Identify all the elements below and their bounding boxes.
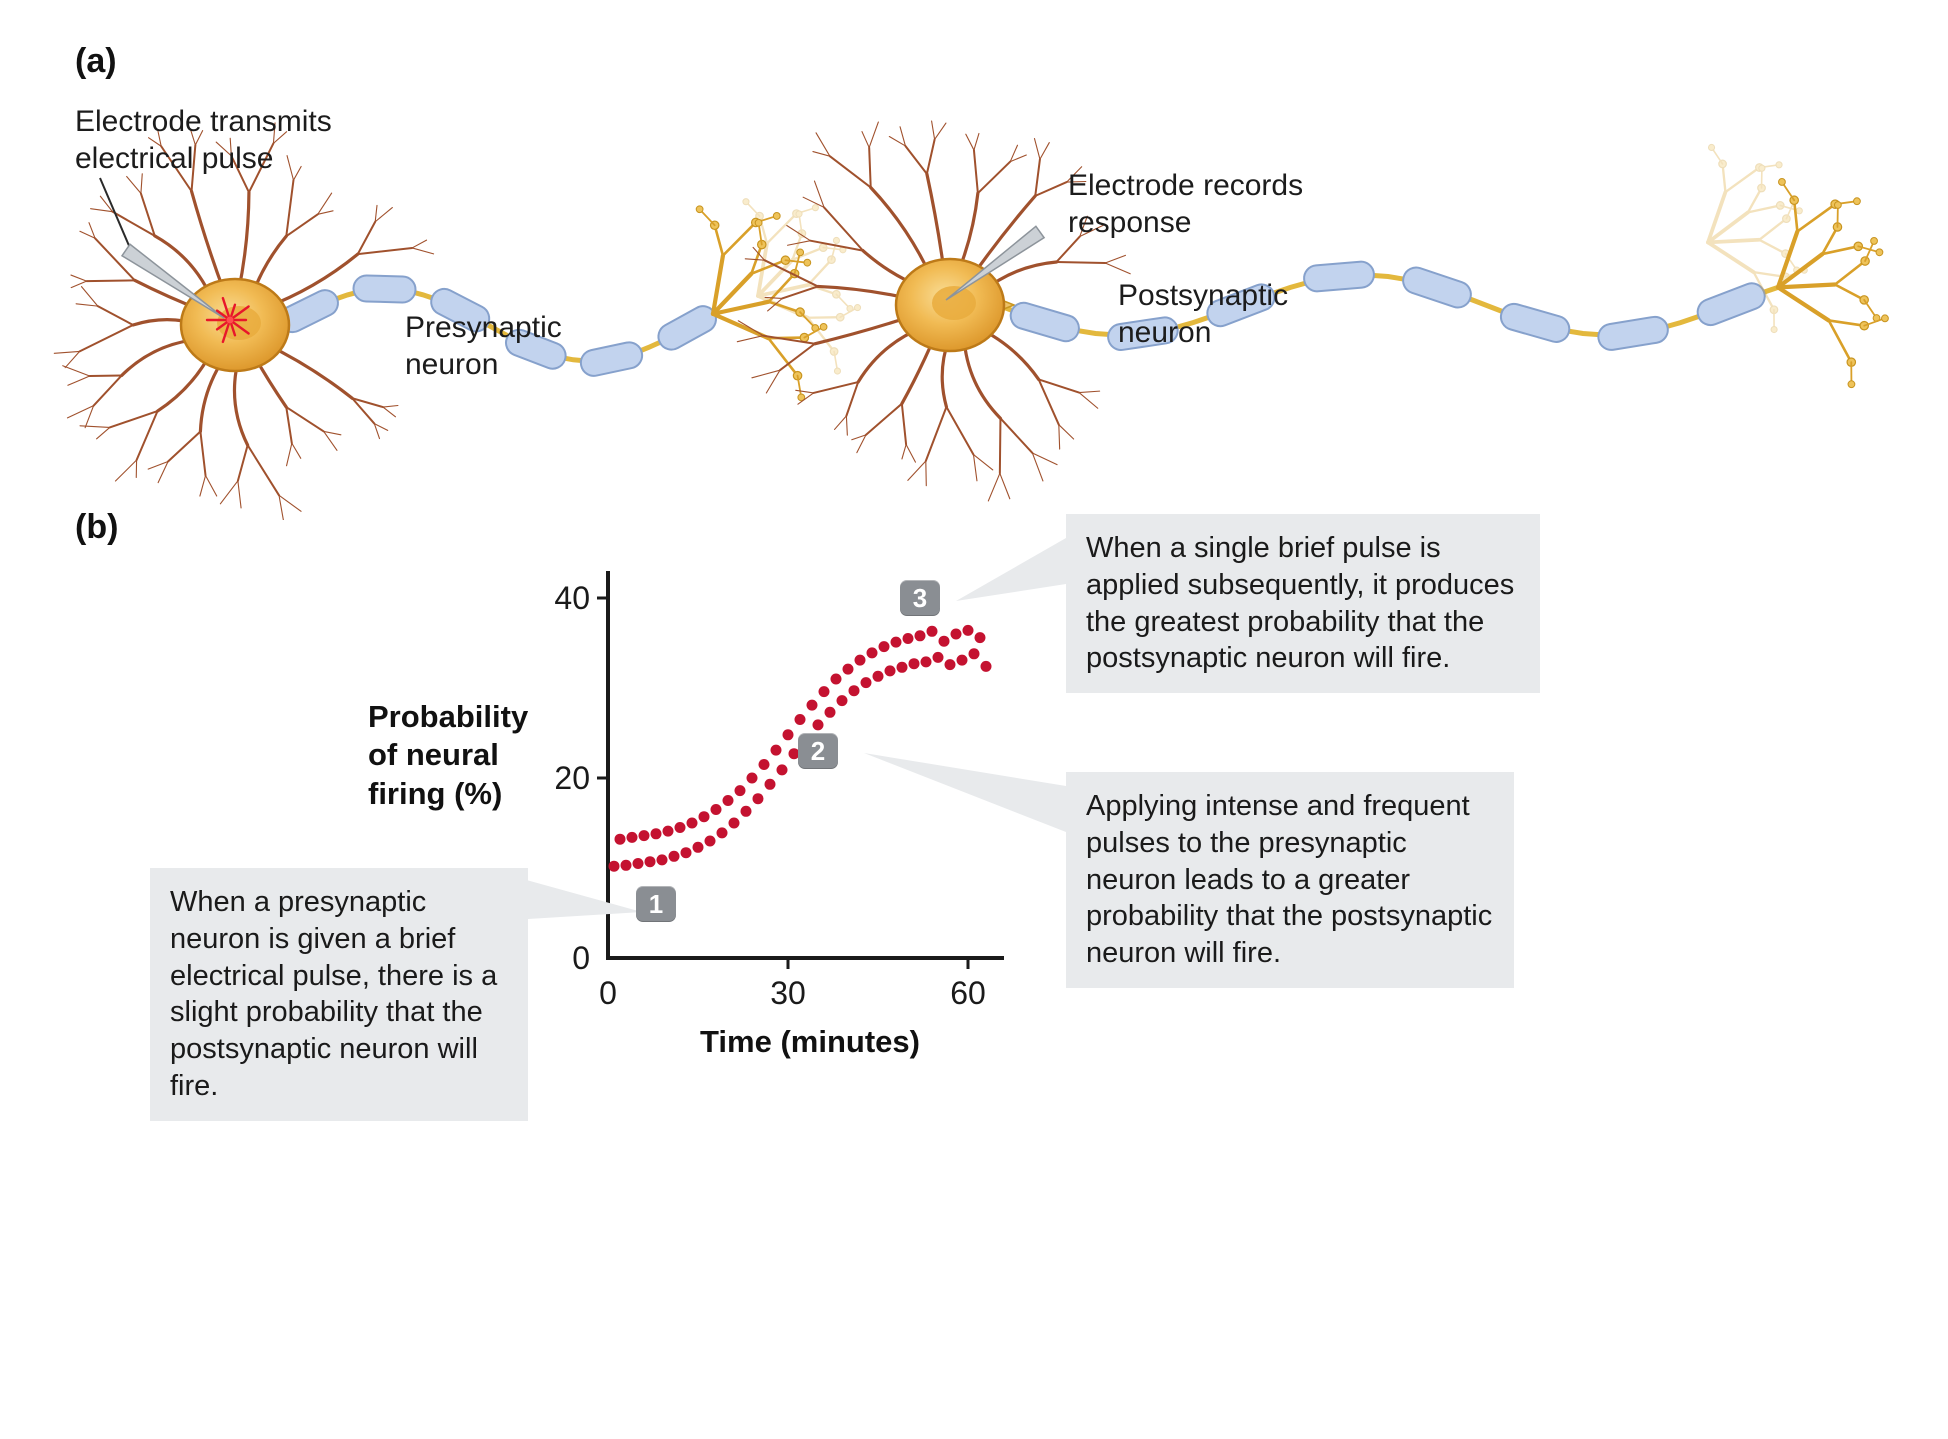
step-badge-2: 2 bbox=[798, 733, 838, 769]
panel-b-label: (b) bbox=[75, 508, 119, 546]
axon-terminal bbox=[1706, 143, 1808, 334]
neurons-illustration bbox=[53, 120, 1889, 520]
y-axis-label-line3: firing (%) bbox=[368, 775, 503, 811]
x-axis-label: Time (minutes) bbox=[700, 1024, 920, 1059]
axon-terminal bbox=[742, 198, 862, 375]
electrode-records-label: Electrode records response bbox=[1068, 169, 1304, 239]
electrode-leader-line bbox=[99, 177, 134, 256]
electrode-needle bbox=[945, 225, 1046, 301]
x-tick-label: 30 bbox=[770, 975, 806, 1011]
callout-box-3: When a single brief pulse is applied sub… bbox=[1066, 514, 1540, 694]
scatter-chart: 0 20 40 0 30 60 bbox=[554, 571, 1004, 1011]
y-axis-label-line2: of neural bbox=[368, 737, 499, 773]
panel-a-label: (a) bbox=[75, 42, 117, 80]
electrode-transmits-label: Electrode transmits electrical pulse bbox=[75, 105, 332, 175]
callout-box-2: Applying intense and frequent pulses to … bbox=[1066, 772, 1514, 989]
y-axis-label: Probability of neural firing (%) bbox=[368, 698, 588, 813]
scatter-points bbox=[608, 624, 992, 872]
axon-terminal bbox=[695, 205, 828, 402]
postsynaptic-neuron-label: Postsynaptic neuron bbox=[1118, 279, 1289, 349]
x-tick-label: 60 bbox=[950, 975, 986, 1011]
y-axis-label-line1: Probability bbox=[368, 699, 529, 734]
y-tick-label: 20 bbox=[554, 760, 590, 796]
chart-axes bbox=[606, 571, 1004, 960]
axon-terminal bbox=[1775, 178, 1889, 389]
postsynaptic-neuron bbox=[736, 120, 1889, 502]
y-tick-label: 40 bbox=[554, 580, 590, 616]
presynaptic-neuron-label: Presynaptic neuron bbox=[405, 311, 562, 381]
pulse-starburst bbox=[205, 296, 250, 344]
x-tick-label: 0 bbox=[599, 975, 617, 1011]
callout-box-1: When a presynaptic neuron is given a bri… bbox=[150, 868, 528, 1121]
electrode-needle bbox=[120, 243, 225, 319]
y-tick-label: 0 bbox=[572, 940, 590, 976]
step-badge-1: 1 bbox=[636, 886, 676, 922]
step-badge-3: 3 bbox=[900, 580, 940, 616]
